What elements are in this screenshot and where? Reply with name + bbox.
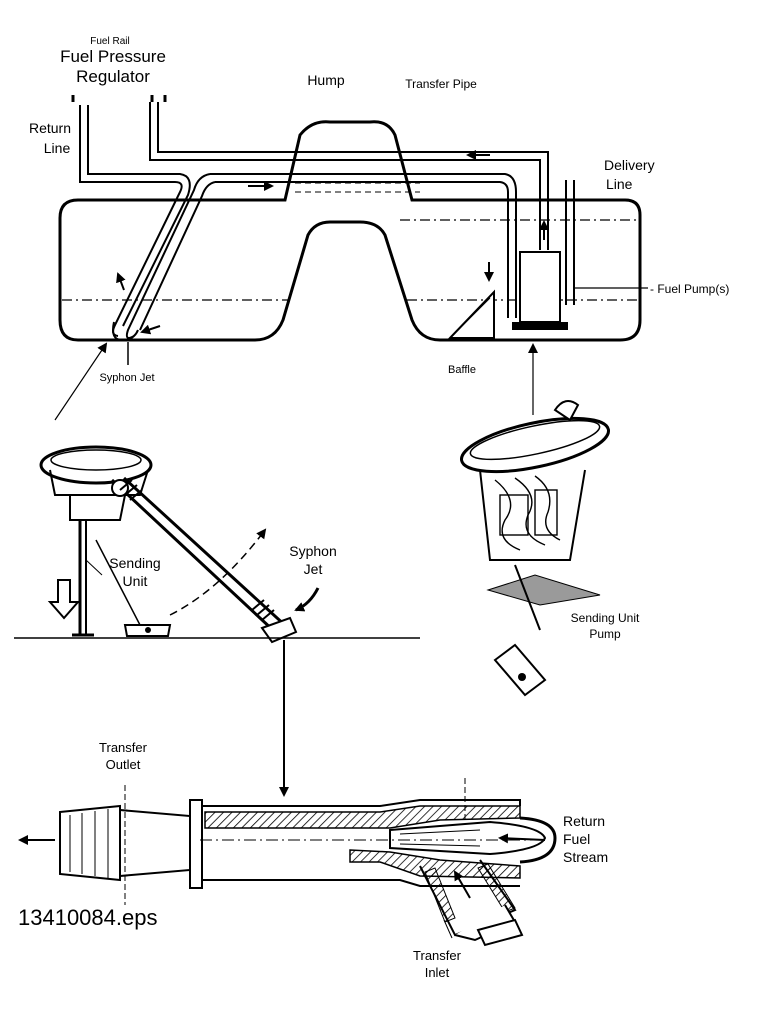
fuel-pumps-label: - Fuel Pump(s) xyxy=(650,282,729,296)
sending-unit-label-1: Sending xyxy=(109,555,160,571)
return-line-label-1: Return xyxy=(29,120,71,136)
sending-unit-label-2: Unit xyxy=(123,573,148,589)
return-fuel-stream-label-2: Fuel xyxy=(563,831,590,847)
sending-unit-pump-label-2: Pump xyxy=(589,627,621,641)
syphon-jet-label-1: Syphon xyxy=(289,543,336,559)
return-fuel-stream-label-1: Return xyxy=(563,813,605,829)
sending-unit-pump-assembly xyxy=(459,400,611,697)
tank-outline xyxy=(58,120,642,342)
regulator-label: Regulator xyxy=(76,67,150,86)
transfer-jet-detail xyxy=(18,778,557,947)
transfer-pipe-label: Transfer Pipe xyxy=(405,77,477,91)
delivery-line-label-1: Delivery xyxy=(604,157,655,173)
transfer-inlet-label-1: Transfer xyxy=(413,948,462,963)
transfer-outlet-label-1: Transfer xyxy=(99,740,148,755)
fuel-rail-label: Fuel Rail xyxy=(90,36,129,47)
return-line-label-2: Line xyxy=(44,140,71,156)
delivery-line-label-2: Line xyxy=(606,176,633,192)
baffle-label: Baffle xyxy=(448,364,476,376)
transfer-inlet-label-2: Inlet xyxy=(425,965,450,980)
sending-unit-pump-label-1: Sending Unit xyxy=(571,611,640,625)
fuel-tank-section xyxy=(58,95,648,365)
return-fuel-stream-label-3: Stream xyxy=(563,849,608,865)
fuel-pump xyxy=(519,251,561,323)
transfer-outlet-label-2: Outlet xyxy=(106,757,141,772)
syphon-jet-label-2: Jet xyxy=(304,561,323,577)
baffle xyxy=(447,289,495,339)
hump-label: Hump xyxy=(307,72,345,88)
syphon-jet-tank-label: Syphon Jet xyxy=(99,372,154,384)
sending-unit-assembly xyxy=(14,445,420,644)
file-id-label: 13410084.eps xyxy=(18,905,157,930)
fuel-pressure-label: Fuel Pressure xyxy=(60,47,166,66)
